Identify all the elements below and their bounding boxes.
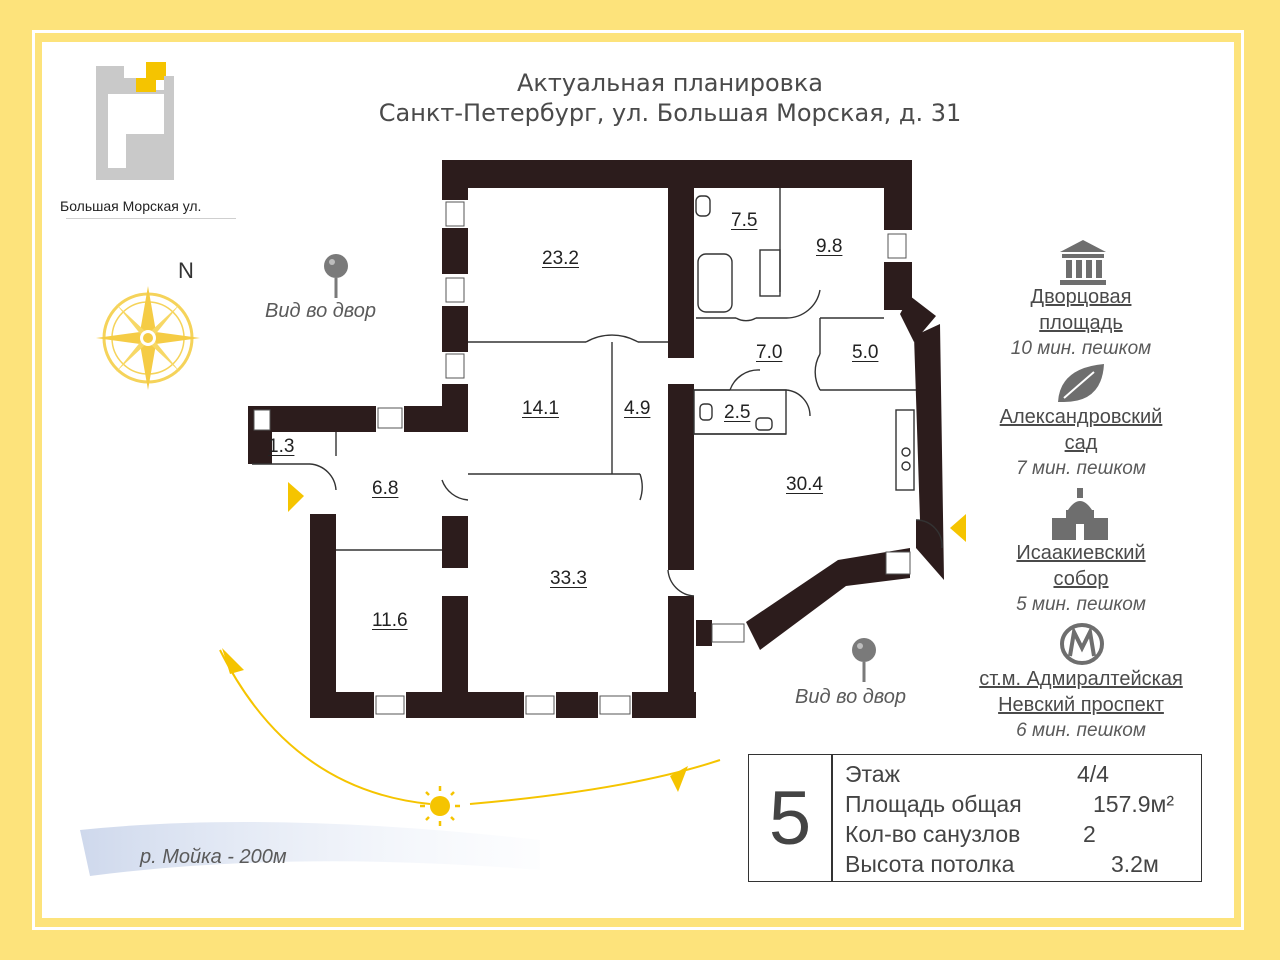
room-area-30-4: 30.4 — [786, 474, 823, 495]
poi-name-line2: сад — [1064, 432, 1098, 454]
room-area-14-1: 14.1 — [522, 398, 559, 419]
poi-walk-time: 6 мин. пешком — [1016, 720, 1146, 741]
sun-icon — [420, 786, 460, 826]
page-title: Актуальная планировка Санкт-Петербург, у… — [0, 68, 1280, 128]
stat-value-floor: 4/4 — [1077, 761, 1109, 787]
stat-value-bathrooms: 2 — [1083, 821, 1096, 847]
building-map-icon — [96, 62, 174, 180]
poi-walk-time: 5 мин. пешком — [1016, 594, 1146, 615]
room-area-11-6: 11.6 — [372, 610, 408, 631]
compass-icon — [96, 286, 200, 390]
palace-columns-icon — [1060, 240, 1106, 285]
room-area-4-9: 4.9 — [624, 398, 651, 419]
stat-value-total-area: 157.9м² — [1093, 791, 1175, 817]
stat-label-total-area: Площадь общая — [845, 791, 1022, 817]
room-area-7-0: 7.0 — [756, 342, 783, 363]
room-area-33-3: 33.3 — [550, 568, 587, 589]
frame-border — [32, 30, 1244, 930]
entrance-arrow-right — [950, 514, 966, 542]
title-line-1: Актуальная планировка — [516, 69, 824, 97]
sun-path — [219, 648, 721, 826]
yard-view-label-right: Вид во двор — [795, 686, 907, 708]
floor-number: 5 — [768, 776, 812, 861]
stat-label-floor: Этаж — [845, 761, 900, 787]
stat-value-ceiling-height: 3.2м — [1111, 851, 1159, 877]
entrance-arrow-left — [288, 482, 304, 512]
stat-label-ceiling-height: Высота потолка — [845, 851, 1015, 877]
room-area-6-8: 6.8 — [372, 478, 399, 499]
room-area-23-2: 23.2 — [542, 248, 579, 269]
river-label: р. Мойка - 200м — [140, 846, 287, 868]
poi-walk-time: 7 мин. пешком — [1016, 458, 1146, 479]
poi-metro-admiralteyskaya[interactable]: ст.м. Адмиралтейская Невский проспект 6 … — [951, 666, 1211, 744]
leaf-icon — [1058, 364, 1104, 402]
stats-divider — [831, 755, 833, 881]
poi-name-line2: собор — [1053, 568, 1109, 590]
room-area-5-0: 5.0 — [852, 342, 879, 363]
poi-name-line2: площадь — [1039, 312, 1123, 334]
street-label: Большая Морская ул. — [60, 198, 202, 214]
metro-icon — [1060, 623, 1104, 665]
compass-north-label: N — [178, 258, 194, 283]
poi-palace-square[interactable]: Дворцовая площадь 10 мин. пешком — [951, 284, 1211, 362]
title-line-2: Санкт-Петербург, ул. Большая Морская, д.… — [378, 99, 962, 127]
location-pin-icon — [324, 254, 348, 298]
poi-name-line1: ст.м. Адмиралтейская — [979, 668, 1183, 690]
poi-walk-time: 10 мин. пешком — [1010, 338, 1152, 359]
poi-name-line2: Невский проспект — [998, 694, 1164, 716]
room-area-7-5: 7.5 — [731, 210, 758, 231]
apartment-stats-panel: 5 Этаж 4/4 Площадь общая 157.9м² Кол-во … — [748, 754, 1202, 882]
room-area-2-5: 2.5 — [724, 402, 751, 423]
room-area-9-8: 9.8 — [816, 236, 843, 257]
poi-name-line1: Александровский — [999, 406, 1163, 428]
river-shape — [80, 822, 540, 876]
poi-alexander-garden[interactable]: Александровский сад 7 мин. пешком — [951, 404, 1211, 482]
stat-label-bathrooms: Кол-во санузлов — [845, 821, 1021, 847]
street-underline — [66, 218, 236, 219]
location-pin-icon — [852, 638, 876, 682]
cathedral-icon — [1052, 488, 1108, 540]
poi-isaac-cathedral[interactable]: Исаакиевский собор 5 мин. пешком — [951, 540, 1211, 618]
poi-name-line1: Дворцовая — [1030, 286, 1132, 308]
yard-view-label-left: Вид во двор — [265, 300, 377, 322]
room-area-1-3: 1.3 — [268, 436, 295, 457]
poi-name-line1: Исаакиевский — [1016, 542, 1146, 564]
